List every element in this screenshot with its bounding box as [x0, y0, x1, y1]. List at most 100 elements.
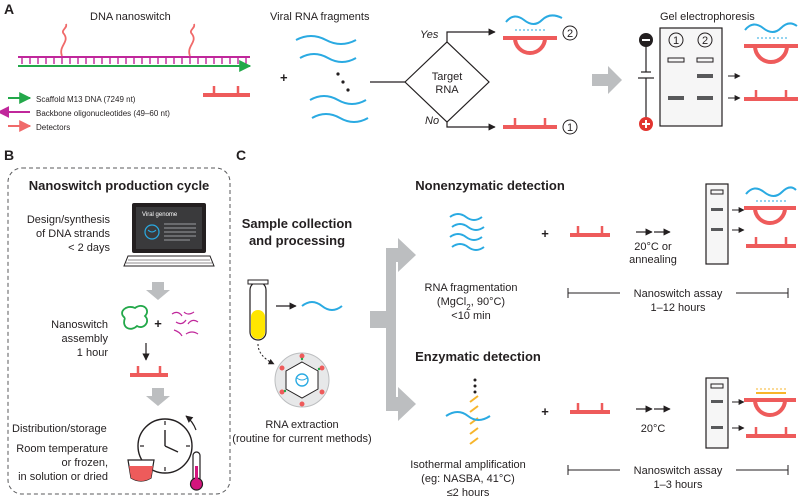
nanoswitch-nonenzymatic: [570, 226, 610, 237]
nonenzymatic-assay-bracket: [567, 288, 789, 298]
dna-nanoswitch-title: DNA nanoswitch: [90, 11, 171, 23]
fragmented-rna-icon: [449, 213, 485, 251]
gel-looped-product: [744, 22, 798, 64]
extracted-rna-strand: [301, 301, 343, 311]
gel-enzymatic: [705, 377, 729, 449]
svg-text:1: 1: [567, 122, 573, 134]
decision-label-2: RNA: [435, 84, 459, 96]
nanoswitch-construct: [18, 23, 252, 72]
legend: Scaffold M13 DNA (7249 nt) Backbone olig…: [0, 92, 170, 132]
fragmentation-line-3: <10 min: [451, 310, 490, 322]
enzymatic-title: Enzymatic detection: [415, 349, 541, 364]
yes-arrow: [446, 28, 496, 42]
sample-collection-line-1: Sample collection: [242, 216, 353, 231]
assembly-line-3: 1 hour: [77, 347, 109, 359]
outcome-no-badge: 1: [562, 119, 578, 135]
enzymatic-assay-bracket: [567, 465, 789, 475]
no-arrow: [446, 122, 496, 131]
yes-label: Yes: [420, 29, 439, 41]
enzymatic-condition: 20°C: [641, 423, 666, 435]
no-label: No: [425, 115, 439, 127]
computer-monitor-icon: Viral genome: [132, 203, 206, 253]
virus-particle-icon: [274, 352, 330, 408]
decision-label-1: Target: [432, 71, 463, 83]
distribution-label: Distribution/storage: [12, 423, 107, 435]
svg-text:2: 2: [702, 35, 708, 47]
svg-text:1: 1: [673, 35, 679, 47]
fragmentation-subscript: 2: [466, 303, 471, 312]
panel-a-label: A: [4, 1, 14, 17]
legend-backbone-label: Backbone oligonucleotides (49–60 nt): [36, 109, 170, 118]
design-line-3: < 2 days: [68, 242, 110, 254]
viral-genome-label: Viral genome: [142, 212, 178, 218]
nanoswitch-enzymatic: [570, 403, 610, 414]
nonenzymatic-assay-label: Nanoswitch assay: [634, 288, 723, 300]
enzymatic-looped-product: [744, 388, 796, 417]
nonenzymatic-condition-2: annealing: [629, 254, 677, 266]
legend-detectors-label: Detectors: [36, 123, 70, 132]
oligo-mix-icon: [171, 311, 199, 337]
arrow-to-gel: [592, 66, 622, 94]
lane-2-badge: 2: [697, 32, 713, 48]
ellipsis-dots: [336, 72, 350, 92]
production-cycle-title: Nanoswitch production cycle: [29, 178, 210, 193]
production-cycle-box: [7, 167, 231, 495]
nonenzymatic-condition-1: 20°C or: [634, 241, 672, 253]
thermometer-icon: [189, 451, 204, 491]
outcome-yes-badge: 2: [562, 25, 578, 41]
viral-rna-title: Viral RNA fragments: [270, 11, 370, 23]
storage-line-1: Room temperature: [16, 443, 108, 455]
gel-band-linear-1: [668, 96, 684, 100]
fork-arrow: [370, 238, 416, 421]
gel-band-linear-2: [697, 96, 713, 100]
scaffold-coil-icon: [121, 304, 149, 330]
rna-extraction-line-1: RNA extraction: [265, 419, 338, 431]
plus-b: +: [154, 316, 162, 331]
b-down-arrow-1: [146, 282, 170, 300]
nonenzymatic-assay-duration: 1–12 hours: [650, 302, 706, 314]
design-line-1: Design/synthesis: [27, 214, 111, 226]
sample-collection-line-2: and processing: [249, 233, 345, 248]
svg-text:2: 2: [567, 28, 573, 40]
assembly-line-2: assembly: [62, 333, 109, 345]
amplification-line-1: Isothermal amplification: [410, 459, 526, 471]
gel-a: [659, 27, 723, 127]
gel-band-looped: [697, 74, 713, 78]
electrodes: [638, 33, 654, 131]
panel-c-label: C: [236, 147, 246, 163]
fragmentation-temp: , 90°C): [471, 296, 505, 308]
rna-extraction-line-2: (routine for current methods): [232, 433, 371, 445]
nonenzymatic-looped-product: [744, 186, 797, 225]
amplification-line-2: (eg: NASBA, 41°C): [421, 473, 515, 485]
gel-nonenzymatic: [705, 183, 729, 265]
plus-nonenzymatic: +: [541, 226, 549, 241]
plus-a: +: [280, 70, 288, 85]
amplification-line-3: ≤2 hours: [447, 487, 490, 499]
enzymatic-linear-product: [746, 427, 796, 438]
cup-icon: [127, 459, 155, 482]
plus-enzymatic: +: [541, 404, 549, 419]
assembly-line-1: Nanoswitch: [51, 319, 108, 331]
nonenzymatic-title: Nonenzymatic detection: [415, 178, 565, 193]
enzymatic-assay-label: Nanoswitch assay: [634, 465, 723, 477]
panel-b-label: B: [4, 147, 14, 163]
decision-diamond: [404, 41, 490, 123]
assembled-nanoswitch-b: [130, 366, 168, 377]
sample-tube-icon: [247, 279, 269, 341]
storage-line-3: in solution or dried: [18, 471, 108, 483]
fragmentation-salt: (MgCl: [437, 296, 466, 308]
b-down-arrow-2: [146, 388, 170, 406]
storage-line-2: or frozen,: [62, 457, 108, 469]
enzymatic-assay-duration: 1–3 hours: [654, 479, 703, 491]
nanoswitch-linear-no: [503, 118, 557, 129]
viral-rna-fragments: [295, 35, 369, 123]
nanoswitch-linear-small: [203, 86, 250, 97]
gel-electrophoresis-title: Gel electrophoresis: [660, 11, 755, 23]
keyboard-icon: [123, 255, 215, 267]
fragmentation-line-1: RNA fragmentation: [425, 282, 518, 294]
lane-1-badge: 1: [668, 32, 684, 48]
nanoswitch-looped-yes: [503, 14, 563, 55]
legend-scaffold-label: Scaffold M13 DNA (7249 nt): [36, 95, 136, 104]
nonenzymatic-linear-product: [746, 237, 796, 248]
